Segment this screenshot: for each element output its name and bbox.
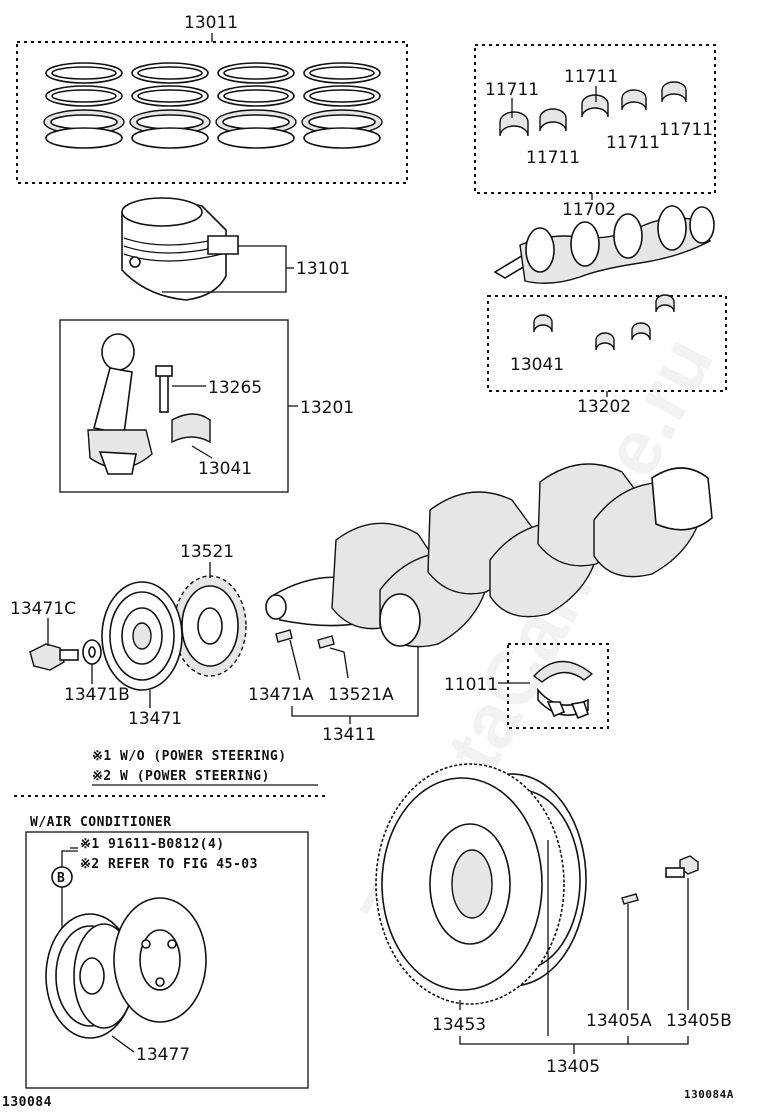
thrust-washer-icon	[532, 660, 594, 720]
label-13411[interactable]: 13411	[322, 725, 376, 745]
label-13477[interactable]: 13477	[136, 1045, 190, 1065]
aircon-pulley-frame	[25, 831, 309, 1089]
label-13521[interactable]: 13521	[180, 542, 234, 562]
label-11711-d[interactable]: 11711	[606, 133, 660, 153]
pulley-bolt-icon	[29, 643, 79, 671]
label-13453[interactable]: 13453	[432, 1015, 486, 1035]
rod-bearing-set-group: 13041	[487, 294, 727, 392]
circle-b-label: B	[57, 871, 65, 886]
label-13471A[interactable]: 13471A	[248, 685, 314, 705]
rod-bearings-icon	[533, 294, 675, 351]
label-11702[interactable]: 11702	[562, 200, 616, 220]
camshaft-icon	[493, 205, 715, 284]
main-bearings-icon	[499, 81, 687, 137]
label-11011[interactable]: 11011	[444, 675, 498, 695]
key-13471a-icon	[275, 629, 293, 643]
piston-icon	[121, 197, 239, 301]
label-13405B[interactable]: 13405B	[666, 1011, 732, 1031]
label-11711-b[interactable]: 11711	[564, 67, 618, 87]
label-13202[interactable]: 13202	[577, 397, 631, 417]
label-11711-c[interactable]: 11711	[526, 148, 580, 168]
note-with-power-steering: ※2 W (POWER STEERING)	[92, 769, 270, 784]
aircon-ref-2: ※2 REFER TO FIG 45-03	[80, 857, 258, 872]
label-13405[interactable]: 13405	[546, 1057, 600, 1077]
label-13041-b[interactable]: 13041	[510, 355, 564, 375]
flywheel-pin-icon	[621, 893, 639, 905]
timing-gear-icon	[173, 575, 247, 677]
flywheel-icon	[375, 763, 587, 1005]
label-13201[interactable]: 13201	[300, 398, 354, 418]
label-13471[interactable]: 13471	[128, 709, 182, 729]
label-11711-a[interactable]: 11711	[485, 80, 539, 100]
aircon-pulley-group: W/AIR CONDITIONER ※1 91611-B0812(4) ※2 R…	[25, 815, 309, 1089]
aircon-ref-1: ※1 91611-B0812(4)	[80, 837, 225, 852]
crank-pulley-icon	[101, 581, 183, 691]
thrust-washer-frame	[507, 643, 609, 729]
piston-ring-set-group: 13011	[16, 13, 408, 184]
label-13471B[interactable]: 13471B	[64, 685, 130, 705]
aircon-plate-icon	[113, 897, 207, 1023]
flywheel-bolt-icon	[665, 855, 699, 878]
label-13041-a[interactable]: 13041	[198, 459, 252, 479]
label-13265[interactable]: 13265	[208, 378, 262, 398]
label-13011[interactable]: 13011	[184, 13, 238, 33]
thrust-washer-group: 11011	[444, 643, 609, 729]
figure-code-right: 130084A	[684, 1088, 734, 1101]
main-bearing-group: 11711 11711 11711 11711 11711	[474, 44, 716, 194]
key-13521a-icon	[317, 635, 335, 649]
connecting-rod-frame	[59, 319, 289, 493]
note-without-power-steering: ※1 W/O (POWER STEERING)	[92, 749, 287, 764]
crankshaft-icon	[265, 463, 713, 648]
main-bearing-frame	[474, 44, 716, 194]
label-13405A[interactable]: 13405A	[586, 1011, 652, 1031]
aircon-title: W/AIR CONDITIONER	[30, 815, 172, 830]
connecting-rod-icon	[87, 333, 173, 475]
rod-bearing-shell-icon	[171, 413, 211, 444]
label-13521A[interactable]: 13521A	[328, 685, 394, 705]
figure-code-left: 130084	[2, 1095, 52, 1110]
connecting-rod-group: 13265 13041	[59, 319, 289, 493]
label-13101[interactable]: 13101	[296, 259, 350, 279]
aircon-pulley-icon	[45, 913, 135, 1039]
rod-bearing-set-frame	[487, 295, 727, 392]
label-11711-e[interactable]: 11711	[659, 120, 713, 140]
piston-rings-icon	[43, 62, 383, 149]
label-13471C[interactable]: 13471C	[10, 599, 76, 619]
